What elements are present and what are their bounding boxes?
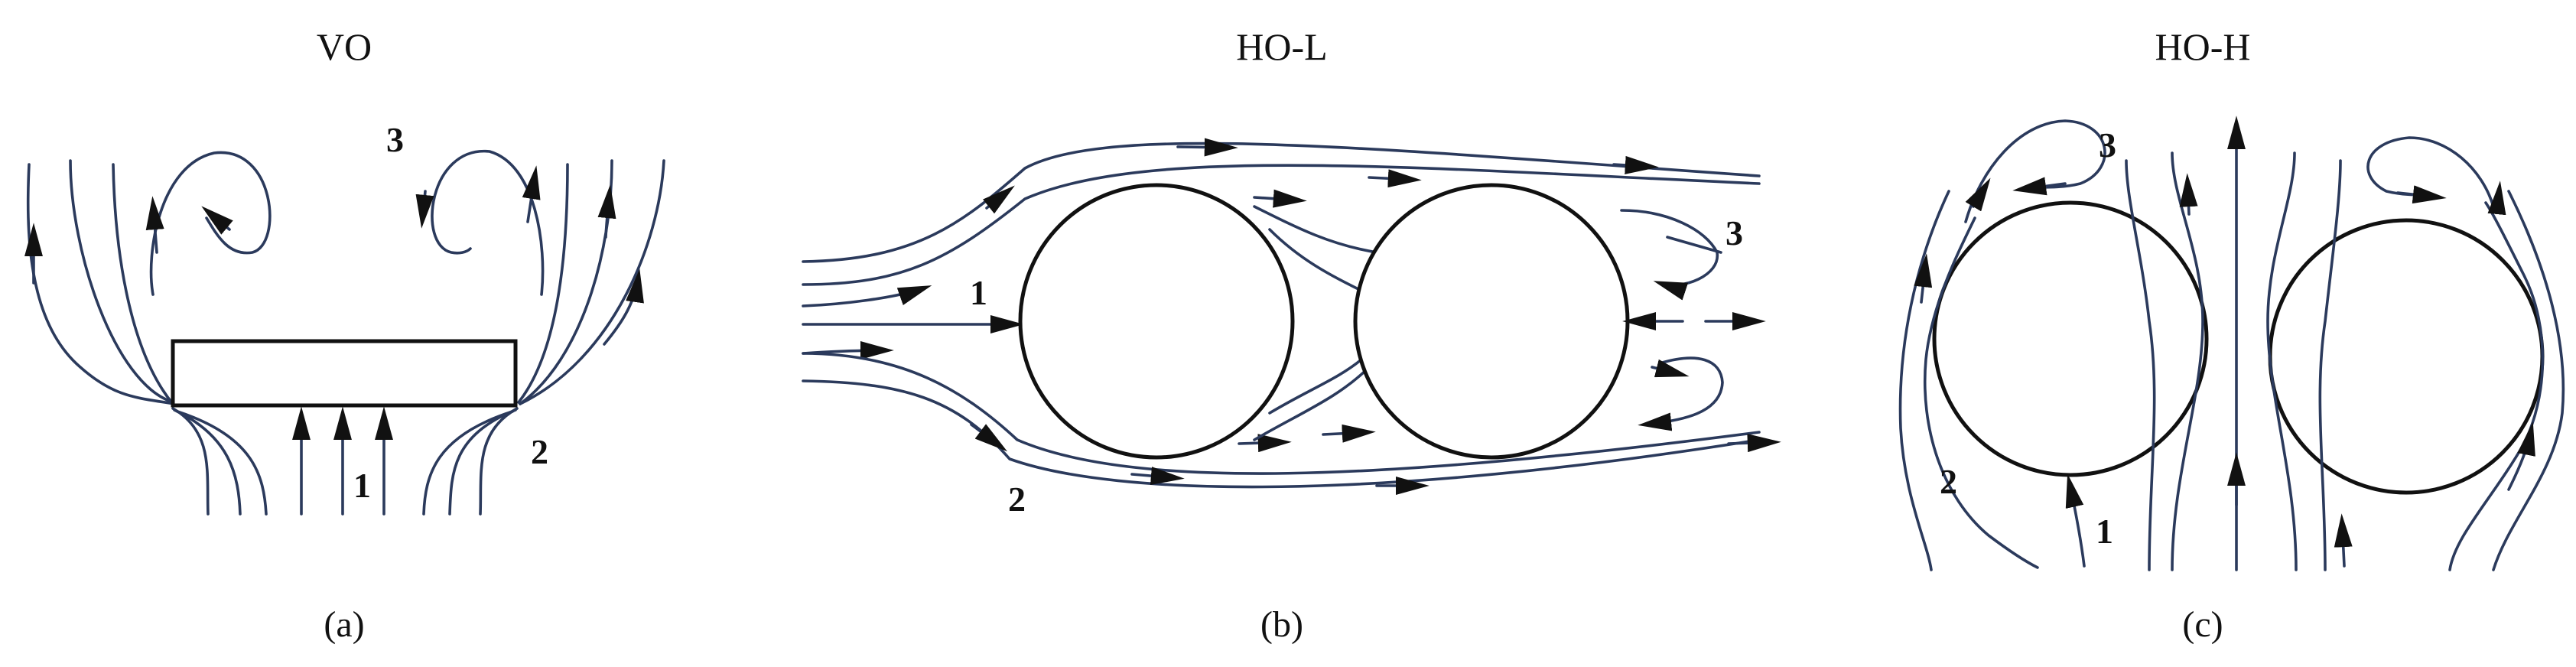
streamline-arrow xyxy=(1914,253,1933,304)
streamline-arrow xyxy=(1130,467,1185,486)
streamline xyxy=(1898,190,1950,571)
vortex-right xyxy=(431,150,545,296)
gap-streamline xyxy=(1253,205,1378,254)
panel-c-label-2: 2 xyxy=(1940,462,1957,501)
panel-b-horizontal-low: HO-L 1 xyxy=(802,25,1781,645)
streamline xyxy=(802,352,1761,475)
streamline-arrow xyxy=(2179,173,2198,216)
streamline xyxy=(2492,190,2565,571)
center-streamline xyxy=(2266,151,2298,571)
gap-streamline xyxy=(1268,358,1363,415)
panel-c-label-3: 3 xyxy=(2099,125,2116,164)
panel-c-label-1: 1 xyxy=(2096,512,2113,551)
streamline-arrow xyxy=(603,268,644,346)
panel-a-title: VO xyxy=(317,25,372,68)
streamline xyxy=(173,408,242,516)
streamline xyxy=(171,407,210,516)
gap-streamline xyxy=(1253,366,1371,441)
streamline-arrow xyxy=(1176,138,1238,157)
panel-c-caption: (c) xyxy=(2182,604,2223,645)
streamline xyxy=(519,159,665,405)
panel-b-caption: (b) xyxy=(1260,604,1303,645)
vortex-right-arrow xyxy=(2487,181,2506,216)
streamline-arrow xyxy=(597,184,616,239)
vortex-left-arrow xyxy=(1965,177,1991,212)
vortex-left-arrow xyxy=(2012,177,2067,196)
panel-b-label-2: 2 xyxy=(1008,480,1026,519)
vortex-left-arrow xyxy=(201,206,233,235)
streamline xyxy=(479,407,519,516)
streamline-arrow xyxy=(970,423,1008,452)
streamline-arrow xyxy=(1368,169,1422,188)
inflow-line xyxy=(802,285,932,307)
cylinder-right xyxy=(2268,218,2545,495)
streamline xyxy=(176,410,268,516)
cylinder-left xyxy=(1932,200,2209,477)
cylinder-upstream xyxy=(1018,183,1295,460)
wake-recirculation xyxy=(1638,356,1724,431)
streamline-arrow xyxy=(2065,473,2086,568)
streamline-arrow xyxy=(1612,155,1659,174)
gap-streamline xyxy=(1268,228,1363,292)
cylinder-downstream xyxy=(1353,183,1630,460)
streamline xyxy=(112,163,174,405)
vortex-right-arrow xyxy=(2396,185,2447,204)
streamline xyxy=(448,408,517,516)
vortex-right-arrow xyxy=(522,165,541,223)
panel-b-title: HO-L xyxy=(1236,25,1327,68)
panel-a-label-3: 3 xyxy=(386,120,404,159)
panel-c-title: HO-H xyxy=(2155,25,2251,68)
panel-a-caption: (a) xyxy=(324,604,364,645)
streamline xyxy=(26,163,176,405)
panel-b-label-3: 3 xyxy=(1725,213,1743,252)
panel-a-vertical-orientation: VO 3 1 2 (a) xyxy=(24,25,665,645)
vortex-left xyxy=(149,151,272,296)
streamline xyxy=(69,159,173,403)
vortex-right-arrow xyxy=(415,190,434,229)
wake-recirculation xyxy=(1651,359,1690,378)
streamline xyxy=(802,164,1761,286)
center-streamline xyxy=(2318,159,2342,571)
panel-a-label-2: 2 xyxy=(531,432,548,471)
vortex-left xyxy=(1964,119,2106,223)
streamline xyxy=(1923,216,2039,569)
streamline-arrow xyxy=(983,185,1015,214)
wake-recirculation xyxy=(1666,236,1722,254)
panel-a-label-1: 1 xyxy=(353,466,371,505)
streamline xyxy=(2448,201,2545,571)
streamline-arrow xyxy=(1253,189,1307,208)
streamline-arrow xyxy=(1322,424,1376,443)
streamline-arrow xyxy=(2507,421,2535,491)
streamline-arrow xyxy=(1727,434,1781,453)
plate xyxy=(171,339,518,408)
center-streamline xyxy=(2125,159,2156,571)
streamline xyxy=(802,142,1761,263)
streamline-arrow xyxy=(2334,513,2353,568)
vortex-left-arrow xyxy=(145,196,164,254)
streamline-arrow xyxy=(1238,434,1292,453)
panel-b-label-1: 1 xyxy=(970,273,987,312)
streamline xyxy=(422,410,514,516)
streamline xyxy=(802,379,1761,489)
panel-c-horizontal-high: HO-H 3 2 1 (c) xyxy=(1898,25,2565,645)
streamline xyxy=(517,163,569,404)
